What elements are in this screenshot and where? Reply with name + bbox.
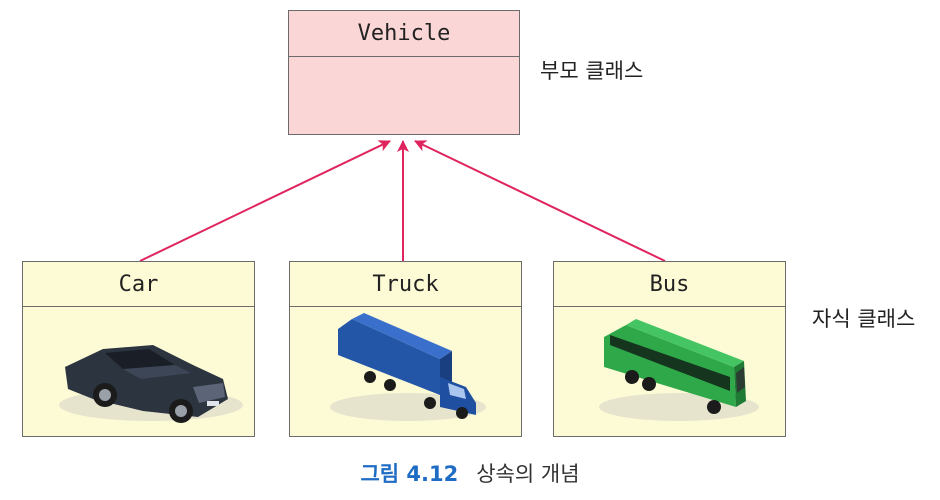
parent-class-label: 부모 클래스 xyxy=(540,59,644,83)
bus-to-vehicle-arrow xyxy=(414,140,666,262)
child-class-label: 자식 클래스 xyxy=(812,307,916,331)
figure-title: 상속의 개념 xyxy=(476,462,580,486)
vehicle-class-box: Vehicle xyxy=(288,10,520,135)
car-class-box: Car xyxy=(22,261,255,437)
figure-number: 그림 4.12 xyxy=(360,462,459,486)
truck-class-name: Truck xyxy=(290,262,521,307)
truck-class-box: Truck xyxy=(289,261,522,437)
car-image xyxy=(59,345,243,423)
car-class-name: Car xyxy=(23,262,254,307)
bus-class-box: Bus xyxy=(553,261,786,437)
vehicle-class-name: Vehicle xyxy=(289,11,519,57)
truck-image xyxy=(330,313,486,421)
bus-class-name: Bus xyxy=(554,262,785,307)
bus-image xyxy=(599,319,759,421)
car-to-vehicle-arrow xyxy=(139,140,391,262)
figure-caption: 그림 4.12 상속의 개념 xyxy=(0,458,940,488)
